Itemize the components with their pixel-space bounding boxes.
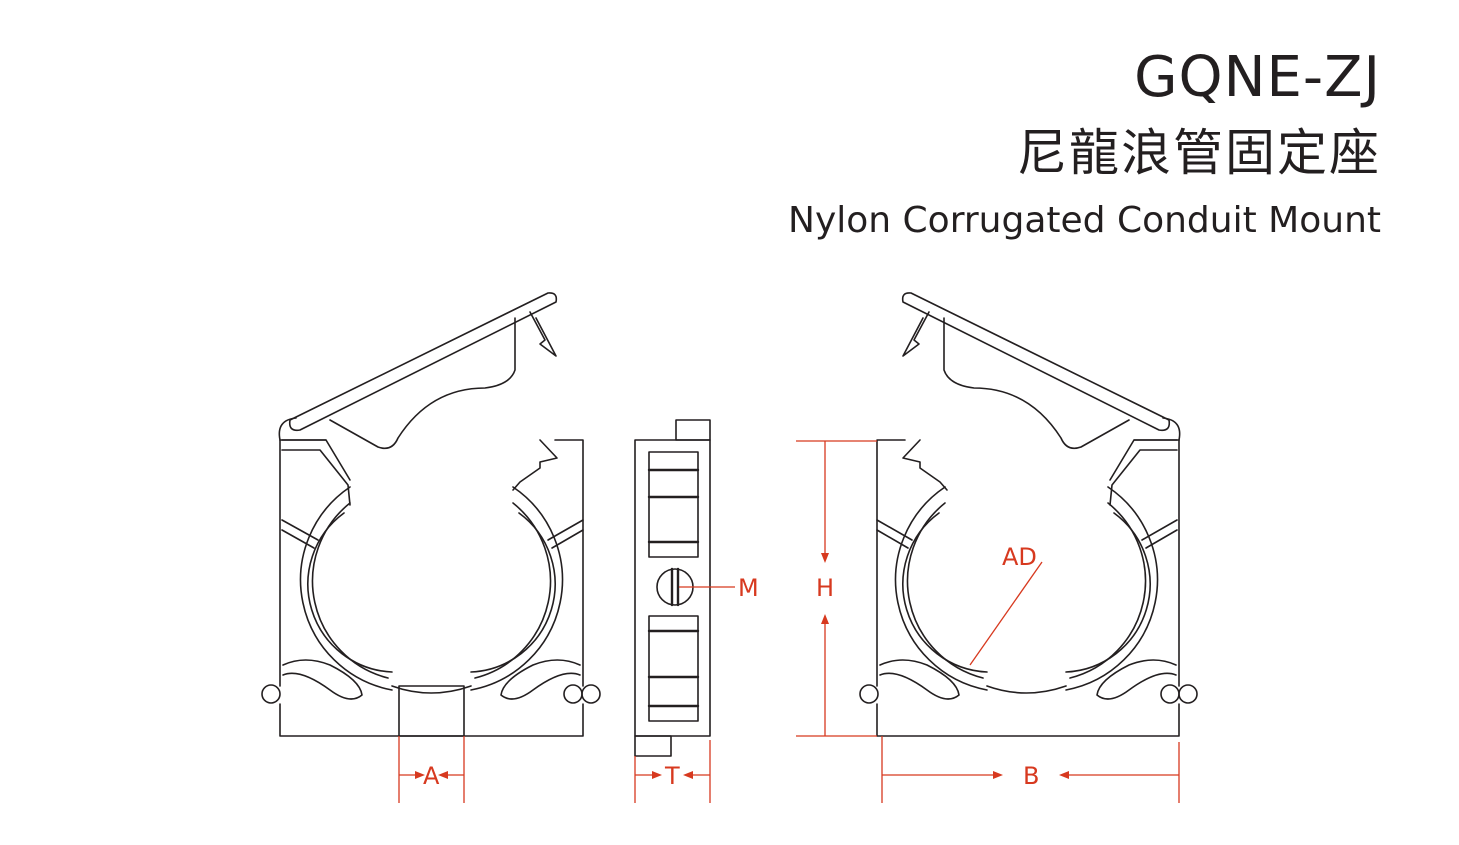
- right-body-outline: [876, 439, 1180, 737]
- dimension-m: M: [679, 574, 759, 602]
- side-body: [634, 439, 711, 737]
- product-name-chinese: 尼龍浪管固定座: [1017, 124, 1381, 182]
- left-body-outline: [279, 439, 584, 737]
- dimension-h: H: [796, 440, 877, 737]
- dim-label-t: T: [664, 762, 680, 790]
- front-view-right: [859, 292, 1198, 737]
- dimension-a: A: [398, 736, 465, 803]
- dim-label-ad: AD: [1002, 543, 1037, 571]
- dimension-b: B: [881, 736, 1180, 803]
- dimension-t: T: [634, 740, 711, 803]
- front-view-left: [261, 292, 601, 737]
- left-bottom-slot: [398, 685, 465, 737]
- product-name-english: Nylon Corrugated Conduit Mount: [788, 200, 1381, 241]
- side-view-middle: [634, 419, 711, 757]
- dim-label-h: H: [816, 574, 834, 602]
- dim-label-m: M: [738, 574, 759, 602]
- left-lid: [288, 292, 558, 432]
- right-ear-hole: [563, 684, 583, 704]
- dim-label-b: B: [1023, 762, 1039, 790]
- dim-label-a: A: [423, 762, 440, 790]
- dimension-ad: AD: [969, 543, 1043, 666]
- left-ear-hole: [261, 684, 281, 704]
- model-title: GQNE-ZJ: [1134, 45, 1381, 110]
- right-lid: [901, 292, 1171, 432]
